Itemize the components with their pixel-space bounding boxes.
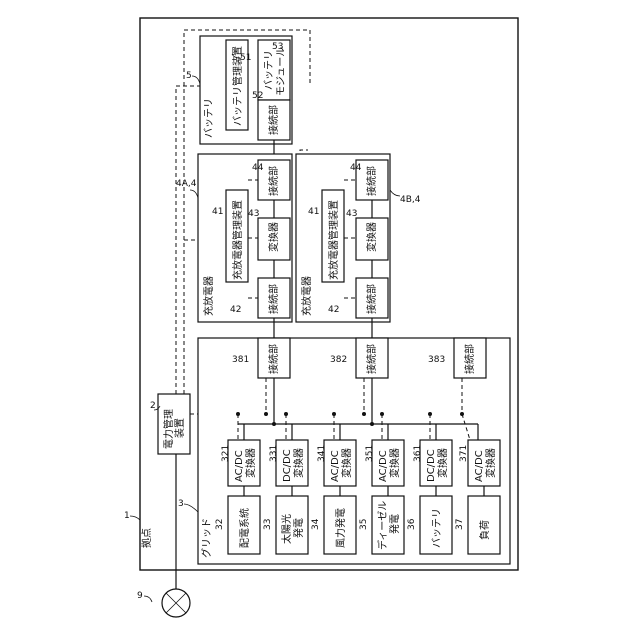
converter-351-line2: 変換器	[388, 448, 401, 478]
grid-ref-leader	[184, 504, 198, 512]
charger-b-converter-ref: 43	[346, 209, 357, 219]
converter-341-ref: 341	[317, 445, 327, 462]
charger-b-manager-ref: 41	[308, 207, 319, 217]
battery-ref: 5	[186, 71, 192, 81]
source-33-ref: 33	[263, 519, 273, 530]
site-ref-leader	[130, 516, 140, 520]
pms-ref: 2	[150, 401, 156, 411]
charger-a-left-connector-ref: 42	[230, 305, 241, 315]
source-36-line1: バッテリ	[431, 508, 443, 548]
source-33-line2: 発電	[292, 518, 305, 538]
source-34-line1: 風力発電	[334, 508, 347, 548]
external-ref: 9	[137, 591, 143, 601]
charger-a-title: 充放電器	[202, 276, 215, 316]
converter-351-ref: 351	[365, 445, 375, 462]
battery-module-line1: バッテリ	[263, 50, 275, 90]
converter-341-line2: 変換器	[340, 448, 353, 478]
external-ref-leader	[144, 596, 152, 602]
charger-a-ref-leader	[190, 190, 198, 198]
charger-a-right-connector-label: 接続部	[267, 166, 280, 196]
pms-label-line1: 電力管理	[162, 409, 175, 449]
site-label: 拠点	[140, 528, 153, 548]
charger-a-right-connector-ref: 44	[252, 163, 264, 173]
charger-a-converter-label: 変換器	[267, 222, 280, 252]
converter-361-line1: DC/DC	[426, 449, 437, 482]
grid-connector-381-label: 接続部	[267, 344, 280, 374]
source-33-line1: 太陽光	[280, 514, 293, 544]
battery-ref-leader	[192, 76, 200, 84]
converter-331-line1: DC/DC	[282, 449, 293, 482]
source-32-line1: 配電系統	[238, 508, 251, 548]
charger-a-converter-ref: 43	[248, 209, 259, 219]
grid-connector-383-label: 接続部	[463, 344, 476, 374]
charger-a-manager-ref: 41	[212, 207, 223, 217]
site-ref: 1	[124, 511, 130, 521]
charger-a-ref: 4A,4	[176, 179, 197, 189]
source-35-ref: 35	[359, 519, 369, 530]
source-35-line1: ディーゼル	[376, 501, 389, 550]
bus-node	[362, 412, 366, 416]
source-34-ref: 34	[311, 518, 321, 530]
source-35-line2: 発電	[388, 514, 401, 534]
converter-331-ref: 331	[269, 445, 279, 462]
battery-connector-ref: 52	[252, 91, 263, 101]
converter-331-line2: 変換器	[292, 448, 305, 478]
battery-manager-ref: 51	[240, 53, 251, 63]
source-36-ref: 36	[407, 518, 417, 530]
grid-connector-382-label: 接続部	[365, 344, 378, 374]
converter-371-ref: 371	[459, 445, 469, 462]
bus-node	[264, 412, 268, 416]
source-37-ref: 37	[455, 519, 465, 530]
converter-371-line2: 変換器	[484, 448, 497, 478]
charger-b-manager-label: 充放電器管理装置	[327, 200, 340, 280]
source-37-line1: 負荷	[479, 520, 491, 540]
external-node	[162, 589, 190, 617]
converter-321-ref: 321	[221, 445, 231, 462]
grid-ref: 3	[178, 499, 184, 509]
grid-label: グリッド	[200, 518, 213, 558]
charger-b-right-connector-ref: 44	[350, 163, 362, 173]
charger-b-left-connector-ref: 42	[328, 305, 339, 315]
charger-a-left-connector-label: 接続部	[267, 284, 280, 314]
source-37	[468, 486, 500, 554]
charger-b-right-connector-label: 接続部	[365, 166, 378, 196]
converter-321-line2: 変換器	[244, 448, 257, 478]
grid-connector-383-ref: 383	[428, 355, 445, 365]
bus-node	[272, 422, 276, 426]
pms-label-line2: 装置	[173, 418, 186, 438]
converter-361-line2: 変換器	[436, 448, 449, 478]
charger-b-left-connector-label: 接続部	[365, 284, 378, 314]
charger-b-title: 充放電器	[300, 276, 313, 316]
grid-connector-382-ref: 382	[330, 355, 347, 365]
charger-b-converter-label: 変換器	[365, 222, 378, 252]
bus-node	[370, 422, 374, 426]
source-32-ref: 32	[215, 519, 225, 530]
converter-361-ref: 361	[413, 445, 423, 462]
battery-module-line2: モジュール	[276, 47, 287, 96]
battery-title: バッテリ	[203, 98, 215, 138]
converter-341-line1: AC/DC	[330, 450, 341, 482]
charger-b-ref-leader	[390, 190, 400, 196]
charger-b-ref: 4B,4	[400, 195, 421, 205]
converter-321-line1: AC/DC	[234, 450, 245, 482]
battery-connector-label: 接続部	[267, 105, 280, 135]
battery-module-ref: 53	[272, 42, 283, 52]
converter-371-line1: AC/DC	[474, 450, 485, 482]
grid-connector-381-ref: 381	[232, 355, 249, 365]
converter-351-line1: AC/DC	[378, 450, 389, 482]
charger-a-manager-label: 充放電器管理装置	[231, 200, 244, 280]
